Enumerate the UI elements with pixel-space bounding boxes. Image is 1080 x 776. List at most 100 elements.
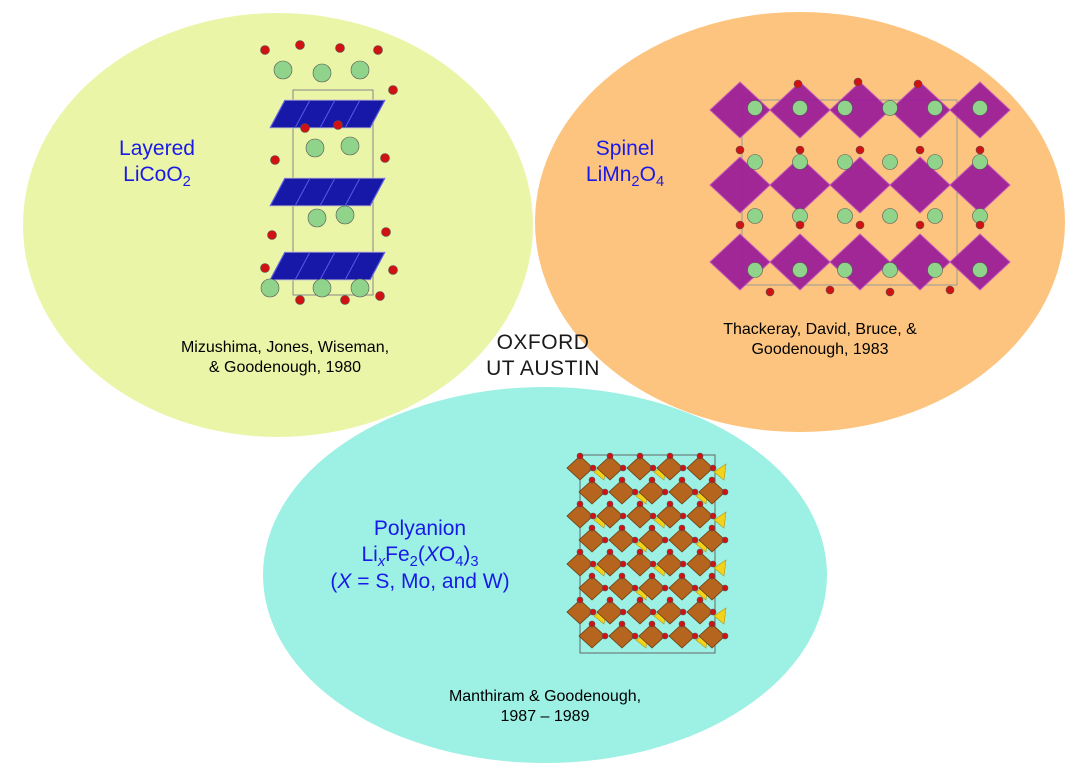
o-atom — [795, 145, 805, 155]
octahedron-edge — [344, 251, 361, 281]
feo6-octahedron — [656, 503, 684, 529]
li-atom — [837, 208, 853, 224]
o-atom — [709, 608, 717, 616]
o-atom — [601, 488, 609, 496]
polyanion-formula-part3: ( — [417, 543, 425, 567]
o-atom — [300, 123, 310, 133]
li-atom — [350, 278, 370, 298]
o-atom — [735, 145, 745, 155]
octahedron-edge — [369, 251, 386, 281]
polyanion-formula: LixFe2(XO4)3 — [300, 542, 540, 571]
o-atom — [649, 560, 657, 568]
o-atom — [631, 536, 639, 544]
polyanion-note: (X = S, Mo, and W) — [300, 569, 540, 595]
li-atom — [927, 100, 943, 116]
layered-title: Layered LiCoO2 — [92, 136, 222, 191]
spinel-formula-part2: O — [639, 163, 656, 187]
octahedron-edge — [294, 177, 311, 207]
o-atom — [853, 77, 863, 87]
feo6-octahedron — [596, 551, 624, 577]
o-atom — [975, 220, 985, 230]
o-atom — [588, 476, 596, 484]
o-atom — [618, 572, 626, 580]
li-atom — [882, 208, 898, 224]
feo6-octahedron — [578, 527, 606, 553]
layered-title-word: Layered — [119, 137, 195, 160]
octahedron-edge — [294, 99, 311, 129]
o-atom — [619, 560, 627, 568]
center-label-line1: OXFORD — [496, 331, 590, 354]
li-atom — [312, 278, 332, 298]
polyanion-formula-part2: Fe — [385, 543, 410, 567]
polyanion-formula-part1: Li — [361, 543, 378, 567]
feo6-octahedron — [668, 575, 696, 601]
polyanion-formula-part5: O — [438, 543, 456, 567]
o-atom — [589, 608, 597, 616]
polyanion-formula-sub2: 2 — [409, 554, 418, 571]
polyanion-formula-sub1: x — [377, 554, 386, 571]
xo4-tetrahedron — [713, 511, 727, 529]
feo6-octahedron — [626, 503, 654, 529]
o-atom — [589, 512, 597, 520]
octahedron-edge — [269, 251, 286, 281]
o-atom — [606, 500, 614, 508]
o-atom — [855, 220, 865, 230]
octahedron-edge — [369, 99, 386, 129]
polyanion-note-x: X — [337, 569, 352, 593]
octahedron-edge — [344, 99, 361, 129]
o-atom — [885, 287, 895, 297]
o-atom — [601, 536, 609, 544]
o-atom — [388, 85, 398, 95]
octahedron-edge — [344, 177, 361, 207]
polyanion-formula-part4: X — [424, 543, 439, 567]
o-atom — [735, 220, 745, 230]
polyanion-formula-sub3: 4 — [455, 554, 464, 571]
li-atom — [972, 262, 988, 278]
o-atom — [589, 560, 597, 568]
xo4-tetrahedron — [713, 463, 727, 481]
o-atom — [666, 596, 674, 604]
o-atom — [388, 265, 398, 275]
layered-crystal-structure-icon — [260, 40, 398, 305]
feo6-octahedron — [608, 575, 636, 601]
spinel-title-word: Spinel — [595, 137, 655, 160]
layered-formula-sub: 2 — [182, 174, 191, 191]
polyanion-ellipse — [263, 387, 827, 763]
layered-authors-line2: & Goodenough, 1980 — [208, 359, 362, 376]
o-atom — [588, 572, 596, 580]
polyanion-title: Polyanion LixFe2(XO4)3 (X = S, Mo, and W… — [300, 516, 540, 595]
o-atom — [708, 476, 716, 484]
mn-octahedron — [949, 233, 1011, 291]
feo6-octahedron — [578, 623, 606, 649]
o-atom — [375, 291, 385, 301]
feo6-octahedron — [686, 599, 714, 625]
o-atom — [765, 287, 775, 297]
layered-formula-base: LiCoO — [123, 163, 183, 187]
feo6-octahedron — [698, 479, 726, 505]
spinel-title: Spinel LiMn2O4 — [560, 136, 690, 190]
feo6-octahedron — [596, 599, 624, 625]
mn-octahedron — [949, 156, 1011, 214]
o-atom — [631, 632, 639, 640]
li-atom — [972, 154, 988, 170]
li-atom — [273, 60, 293, 80]
o-atom — [708, 572, 716, 580]
o-atom — [636, 548, 644, 556]
o-atom — [691, 536, 699, 544]
polyanion-note-rest: = S, Mo, and W) — [351, 569, 510, 593]
o-atom — [295, 295, 305, 305]
o-atom — [618, 524, 626, 532]
polyanion-authors-line1: Manthiram & Goodenough, — [448, 688, 642, 705]
feo6-octahedron — [638, 479, 666, 505]
spinel-crystal-structure-icon — [709, 77, 1011, 297]
o-atom — [666, 500, 674, 508]
feo6-octahedron — [668, 527, 696, 553]
o-atom — [661, 536, 669, 544]
polyanion-formula-sub4: 3 — [470, 554, 479, 571]
o-atom — [267, 230, 277, 240]
feo6-octahedron — [698, 623, 726, 649]
o-atom — [678, 524, 686, 532]
feo6-octahedron — [566, 503, 594, 529]
